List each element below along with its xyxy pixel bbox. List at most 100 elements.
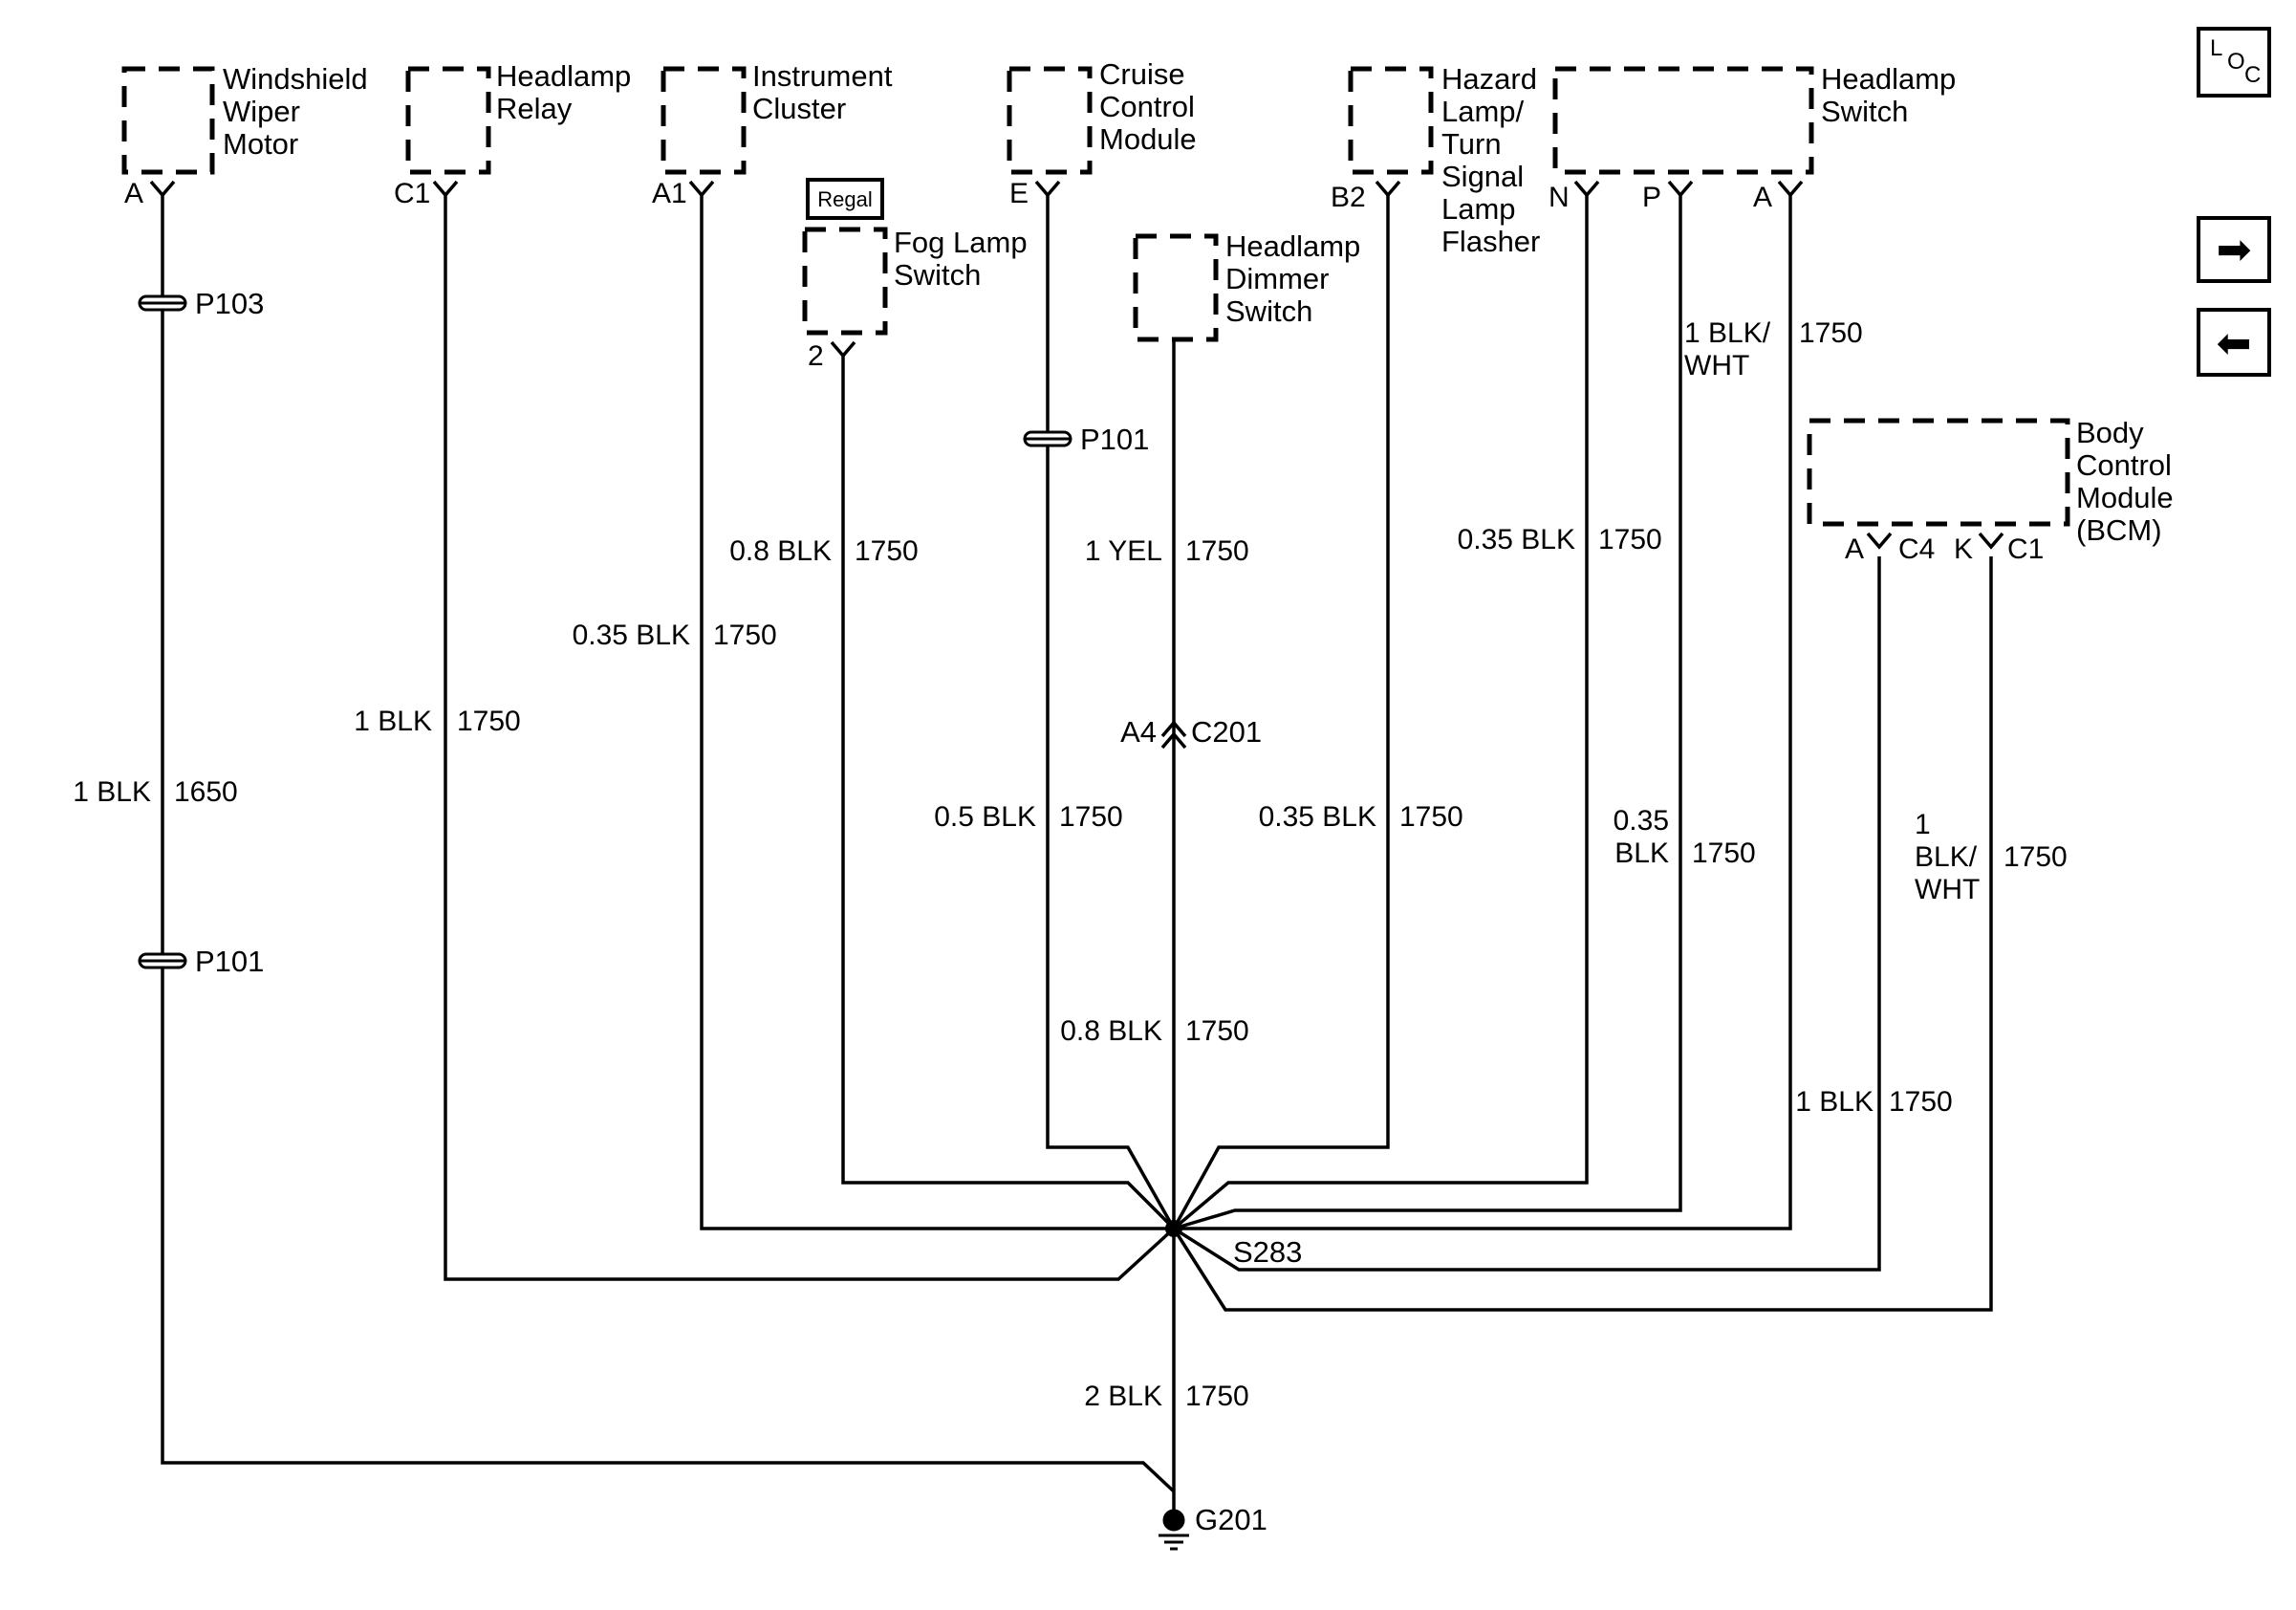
- connector-label-c201-pin: A4: [1120, 715, 1157, 749]
- wire-circuit-cluster: 1750: [713, 620, 777, 651]
- cruise-control-module-box: [1007, 66, 1093, 175]
- ground-g201-symbol: [1159, 1509, 1189, 1551]
- pin-symbol-cruise-e: [1034, 180, 1061, 198]
- connector-label-p101-left: P101: [195, 945, 264, 978]
- ground-label: G201: [1195, 1503, 1267, 1536]
- headlamp-relay-line-1: Headlamp: [496, 59, 631, 93]
- wire-circuit-wiper: 1650: [174, 776, 238, 808]
- hazard-flasher-line-3: Turn: [1441, 127, 1502, 161]
- fog-lamp-switch-line-1: Fog Lamp: [894, 226, 1028, 259]
- wire-circuit-fog: 1750: [855, 535, 919, 567]
- pin-symbol-bcm-c1: [1978, 532, 2004, 550]
- regal-badge-label: Regal: [817, 187, 872, 211]
- wire-circuit-dimmer-lower: 1750: [1185, 1015, 1249, 1047]
- instrument-cluster-line-2: Cluster: [752, 92, 846, 125]
- flasher-ground-wire: [1172, 193, 1390, 1229]
- loc-button[interactable]: L O C: [2197, 27, 2271, 98]
- windshield-wiper-motor-box: [121, 66, 215, 175]
- pin-label-bcm-c1: C1: [2007, 533, 2044, 565]
- headlamp-switch-label: Headlamp Switch: [1821, 62, 1964, 128]
- cruise-ground-wire: [1046, 193, 1176, 1229]
- pin-symbol-cluster-a1: [688, 180, 715, 198]
- headlamp-switch-box: [1552, 66, 1814, 175]
- pin-symbol-relay-c1: [432, 180, 459, 198]
- loc-button-letter-o: O: [2227, 49, 2245, 75]
- wire-circuit-cruise: 1750: [1059, 801, 1123, 833]
- fog-lamp-switch-line-2: Switch: [894, 258, 981, 292]
- headlamp-dimmer-switch-line-1: Headlamp: [1225, 229, 1360, 263]
- bcm-box: [1807, 418, 2070, 527]
- wire-circuit-flasher: 1750: [1399, 801, 1463, 833]
- previous-page-button[interactable]: ⬅: [2197, 308, 2271, 377]
- wire-color-flasher: 0.35 BLK: [1259, 801, 1376, 833]
- instrument-cluster-box: [661, 66, 747, 175]
- pin-symbol-fog-2: [830, 340, 856, 359]
- instrument-cluster-line-1: Instrument: [752, 59, 893, 93]
- wire-circuit-hsw-a: 1750: [1889, 1086, 1953, 1118]
- hazard-flasher-line-5: Lamp: [1441, 192, 1516, 226]
- wire-circuit-relay: 1750: [457, 706, 521, 737]
- pin-symbol-hsw-p: [1667, 180, 1694, 198]
- c201-connector-symbol: [1160, 720, 1187, 750]
- pin-symbol-bcm-a: [1866, 532, 1893, 550]
- next-page-button[interactable]: ➡: [2197, 216, 2271, 283]
- headlamp-relay-label: Headlamp Relay: [496, 59, 639, 125]
- wire-color-ground: 2 BLK: [1084, 1381, 1162, 1412]
- pin-symbol-wiper-a: [149, 180, 176, 198]
- bcm-k-ground-wire: [1172, 556, 1993, 1312]
- relay-ground-wire: [444, 193, 1176, 1281]
- wire-color-hsw-n: 0.35 BLK: [1458, 524, 1575, 555]
- pin-symbol-hsw-a: [1777, 180, 1804, 198]
- wire-color-fog: 0.8 BLK: [729, 535, 832, 567]
- pin-label-flasher-b2: B2: [1331, 182, 1366, 213]
- windshield-wiper-motor-line-2: Wiper: [223, 95, 300, 128]
- cruise-control-module-line-2: Control: [1099, 90, 1195, 123]
- pin-label-bcm-c4: C4: [1898, 533, 1935, 565]
- pin-label-hsw-p: P: [1642, 182, 1661, 213]
- wire-color-cluster: 0.35 BLK: [573, 620, 690, 651]
- wire-color-hsw-p-line-1: 1 BLK/: [1684, 317, 1771, 349]
- splice-s283-dot: [1165, 1220, 1182, 1237]
- wire-color-hsw-a: 1 BLK: [1795, 1086, 1874, 1118]
- pin-label-cruise-e: E: [1009, 178, 1029, 209]
- wire-color-bcm-c1-line-3: WHT: [1915, 874, 1980, 905]
- p101-left-connector-symbol: [138, 952, 187, 969]
- splice-label: S283: [1233, 1235, 1302, 1269]
- wire-color-wiper: 1 BLK: [73, 776, 151, 808]
- hazard-flasher-line-6: Flasher: [1441, 225, 1540, 258]
- headlamp-relay-line-2: Relay: [496, 92, 573, 125]
- headlamp-dimmer-switch-line-2: Dimmer: [1225, 262, 1330, 295]
- wire-color-dimmer-lower: 0.8 BLK: [1060, 1015, 1162, 1047]
- loc-button-letter-c: C: [2244, 62, 2261, 88]
- wire-color-bcm-c1-line-2: BLK/: [1915, 841, 1978, 873]
- pin-label-bcm-k: K: [1954, 533, 1973, 565]
- p101-cruise-connector-symbol: [1023, 430, 1072, 447]
- instrument-cluster-label: Instrument Cluster: [752, 59, 900, 125]
- wire-circuit-hsw-p-lower: 1750: [1692, 838, 1756, 869]
- wiper-ground-wire: [161, 193, 1176, 1493]
- hazard-flasher-line-4: Signal: [1441, 160, 1524, 193]
- arrow-right-icon: ➡: [2217, 227, 2252, 273]
- hazard-flasher-label: Hazard Lamp/ Turn Signal Lamp Flasher: [1441, 62, 1546, 258]
- headlamp-switch-line-1: Headlamp: [1821, 62, 1956, 96]
- cruise-control-module-line-3: Module: [1099, 122, 1197, 156]
- hazard-flasher-line-1: Hazard: [1441, 62, 1537, 96]
- windshield-wiper-motor-line-1: Windshield: [223, 62, 368, 96]
- pin-label-wiper-a: A: [124, 178, 143, 209]
- bcm-line-3: Module: [2076, 481, 2174, 514]
- wire-color-bcm-c1-line-1: 1: [1915, 809, 1931, 840]
- wire-circuit-dimmer-upper: 1750: [1185, 535, 1249, 567]
- wire-circuit-bcm-c1: 1750: [2004, 841, 2068, 873]
- bcm-line-1: Body: [2076, 416, 2144, 449]
- headlamp-switch-line-2: Switch: [1821, 95, 1908, 128]
- fog-ground-wire: [841, 354, 1176, 1230]
- wire-color-cruise: 0.5 BLK: [934, 801, 1036, 833]
- wire-circuit-hsw-p: 1750: [1799, 317, 1863, 349]
- hazard-flasher-box: [1348, 66, 1434, 175]
- regal-badge-box: [806, 178, 884, 220]
- hsw-p-ground-wire: [1173, 193, 1682, 1230]
- connector-label-p101-cruise: P101: [1080, 423, 1149, 456]
- headlamp-dimmer-switch-box: [1133, 233, 1219, 342]
- cruise-control-module-label: Cruise Control Module: [1099, 57, 1203, 156]
